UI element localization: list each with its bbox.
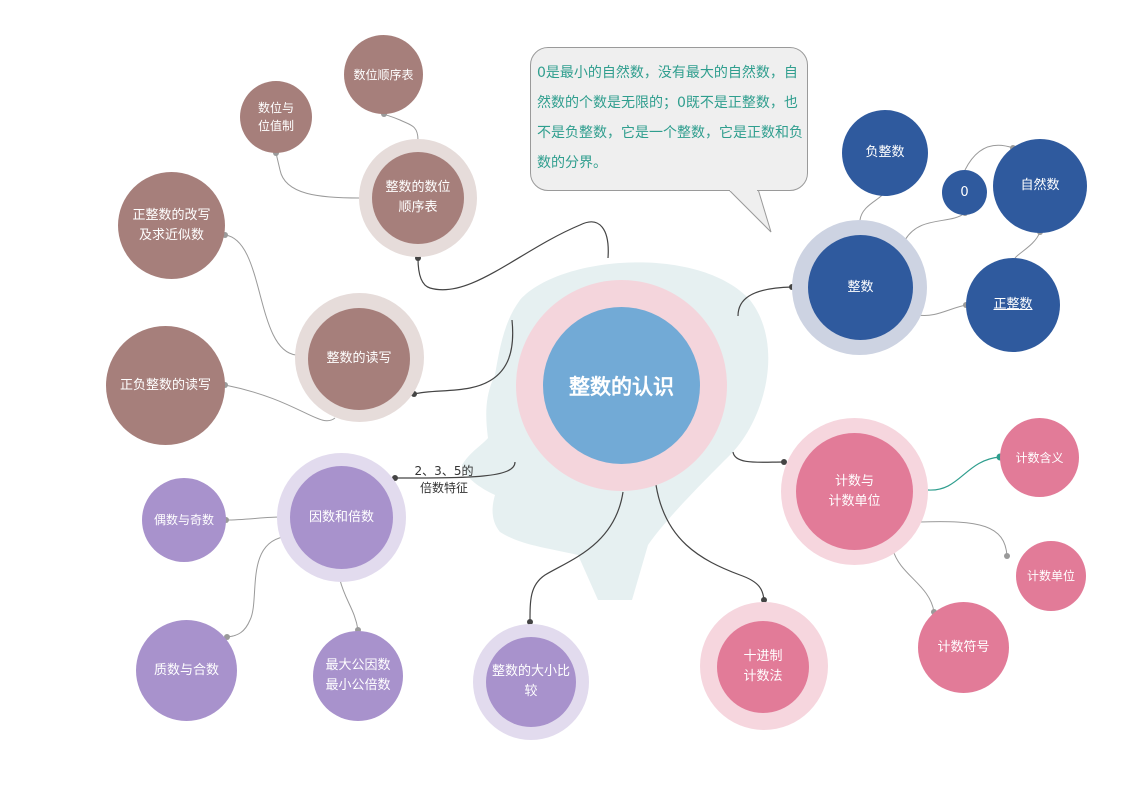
counting-unit-label: 计数单位: [1026, 569, 1075, 583]
edge-center-factors: [394, 461, 516, 479]
zero-node[interactable]: 0: [942, 170, 987, 215]
edge-center-ordertable: [417, 221, 609, 291]
place-value-node[interactable]: 数位与 位值制: [240, 81, 312, 153]
edge-factors-evenodd: [225, 516, 281, 521]
edge-counting-meaning: [927, 456, 1001, 491]
edge-center-decimal: [655, 484, 765, 601]
edge-ordertable-placetable: [383, 113, 419, 141]
compare-node[interactable]: 整数的大小比 较: [486, 637, 576, 727]
decimal-node[interactable]: 十进制 计数法: [717, 621, 809, 713]
order-table-node[interactable]: 整数的数位 顺序表: [372, 152, 464, 244]
gcd-lcm-node[interactable]: 最大公因数 最小公倍数: [313, 631, 403, 721]
place-value-label: 数位与 位值制: [257, 101, 294, 133]
counting-node[interactable]: 计数与 计数单位: [796, 433, 913, 550]
factors-edge-label: 2、3、5的 倍数特征: [414, 464, 474, 495]
read-write-node[interactable]: 整数的读写: [308, 308, 410, 410]
edge-zero-natural: [964, 144, 1014, 171]
factors-label: 因数和倍数: [308, 509, 374, 525]
edge-center-compare: [529, 491, 624, 623]
edge-counting-symbol: [892, 549, 935, 613]
edge-readwrite-rewrite: [224, 234, 297, 356]
even-odd-label: 偶数与奇数: [153, 513, 214, 527]
counting-unit-node[interactable]: 计数单位: [1016, 541, 1086, 611]
positive-integer-label: 正整数: [993, 297, 1033, 312]
edge-center-readwrite: [413, 319, 514, 395]
natural-number-label: 自然数: [1020, 178, 1060, 193]
rewrite-node[interactable]: 正整数的改写 及求近似数: [118, 172, 225, 279]
edge-factors-gcd: [339, 579, 359, 631]
edge-readwrite-posneg: [224, 384, 336, 422]
counting-symbol-node[interactable]: 计数符号: [918, 602, 1009, 693]
place-table-label: 数位顺序表: [353, 67, 414, 82]
counting-label: 计数与 计数单位: [828, 473, 881, 509]
center-title: 整数的认识: [569, 374, 674, 399]
connector-dot: [1004, 553, 1010, 559]
decimal-label: 十进制 计数法: [743, 649, 783, 684]
edge-natural-positive: [1014, 231, 1041, 259]
edge-factors-prime: [226, 536, 284, 638]
integer-label: 整数: [847, 279, 874, 295]
counting-meaning-node[interactable]: 计数含义: [1000, 418, 1079, 497]
place-table-node[interactable]: 数位顺序表: [344, 35, 423, 114]
factors-node[interactable]: 因数和倍数: [290, 466, 393, 569]
read-write-label: 整数的读写: [326, 351, 392, 366]
pos-neg-read-node[interactable]: 正负整数的读写: [106, 326, 225, 445]
edge-integer-positive: [917, 304, 967, 317]
rewrite-label: 正整数的改写 及求近似数: [132, 207, 211, 243]
order-table-label: 整数的数位 顺序表: [385, 180, 451, 215]
counting-symbol-label: 计数符号: [937, 639, 990, 655]
edge-ordertable-placevalue: [275, 152, 361, 199]
note-bubble: 0是最小的自然数，没有最大的自然数，自然数的个数是无限的；0既不是正整数，也不是…: [530, 47, 808, 191]
gcd-lcm-label: 最大公因数 最小公倍数: [325, 658, 391, 693]
edge-integer-negative: [859, 191, 886, 221]
pos-neg-read-label: 正负整数的读写: [119, 377, 211, 393]
positive-integer-node[interactable]: 正整数: [966, 258, 1060, 352]
natural-number-node[interactable]: 自然数: [993, 139, 1087, 233]
connector-dot: [761, 597, 767, 603]
edge-center-integer: [737, 286, 793, 317]
center-node[interactable]: 整数的认识: [543, 307, 700, 464]
even-odd-node[interactable]: 偶数与奇数: [142, 478, 226, 562]
edge-integer-zero: [904, 212, 966, 241]
integer-node[interactable]: 整数: [808, 235, 913, 340]
note-bubble-tail-cover: [730, 186, 757, 191]
zero-label: 0: [960, 184, 969, 200]
prime-node[interactable]: 质数与合数: [136, 620, 237, 721]
connector-dot: [527, 619, 533, 625]
note-text: 0是最小的自然数，没有最大的自然数，自然数的个数是无限的；0既不是正整数，也不是…: [537, 65, 803, 171]
compare-label: 整数的大小比 较: [491, 664, 570, 699]
edge-center-counting: [732, 451, 785, 463]
edge-counting-unit: [919, 521, 1008, 557]
note-bubble-tail: [727, 188, 772, 233]
counting-meaning-label: 计数含义: [1015, 450, 1064, 465]
negative-integer-label: 负整数: [865, 145, 905, 160]
prime-label: 质数与合数: [153, 662, 219, 678]
negative-integer-node[interactable]: 负整数: [842, 110, 928, 196]
